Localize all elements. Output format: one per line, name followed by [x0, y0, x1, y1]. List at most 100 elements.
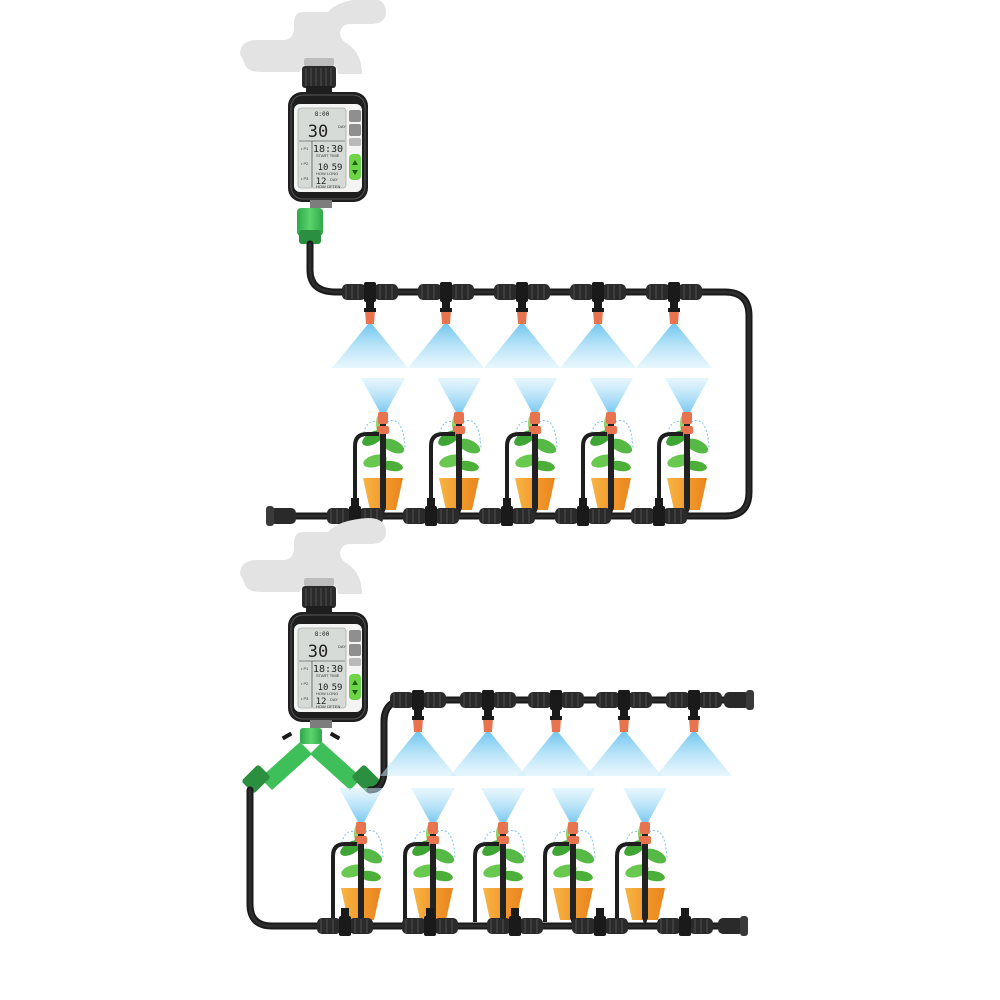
- stake-nozzle: [498, 822, 508, 834]
- tee-connector: [460, 690, 516, 718]
- ground-stake: [500, 834, 506, 926]
- stake-nozzle: [378, 412, 388, 424]
- stake-spray-cone: [623, 788, 667, 824]
- lcd-big-unit: DAY: [338, 124, 346, 129]
- ground-stake: [570, 834, 576, 926]
- feed-tube: [353, 432, 379, 512]
- spray-cone: [380, 732, 456, 776]
- feed-tube: [615, 842, 641, 922]
- feed-tube: [429, 432, 455, 512]
- stake-nozzle: [356, 822, 366, 834]
- tee-connector: [342, 282, 398, 310]
- arrow-up-icon: [352, 160, 358, 165]
- plant-with-stake: [505, 378, 558, 516]
- plant-with-stake: [615, 788, 668, 926]
- micro-sprayer: [484, 308, 560, 368]
- lcd-frequency: 12: [316, 697, 327, 707]
- plant-with-stake: [429, 378, 482, 516]
- micro-sprayer: [586, 716, 662, 776]
- plant-with-stake: [543, 788, 596, 926]
- stake-spray-cone: [513, 378, 557, 414]
- lcd-big-unit: DAY: [338, 644, 346, 649]
- water-drip: [538, 420, 558, 449]
- spray-cone: [332, 324, 408, 368]
- micro-sprayer: [380, 716, 456, 776]
- lcd-frequency-unit: DAY: [330, 697, 338, 702]
- splitter-left-arm: [260, 742, 312, 790]
- outlet-thread: [310, 720, 332, 728]
- lcd-start-time: 18:30: [313, 144, 343, 155]
- hose-adapter: [297, 208, 323, 244]
- up-down-button: [349, 154, 361, 180]
- tee-connector: [317, 908, 373, 936]
- water-drip: [690, 420, 710, 449]
- plant-with-stake: [331, 788, 384, 926]
- tee-connector: [631, 498, 687, 526]
- manual-button: [349, 110, 361, 122]
- stake-nozzle: [606, 412, 616, 424]
- lcd-duration-sec: 59: [332, 163, 343, 173]
- inlet-thread: [304, 578, 334, 586]
- lcd-big-number: 30: [308, 122, 328, 142]
- sprayer-nozzle: [669, 310, 679, 324]
- end-plug: [266, 506, 296, 526]
- stake-spray-cone: [481, 788, 525, 824]
- sprayer-nozzle: [593, 310, 603, 324]
- ground-stake: [380, 424, 386, 516]
- sprayer-nozzle: [551, 718, 561, 732]
- tee-connector: [390, 690, 446, 718]
- water-drip: [506, 830, 526, 859]
- feed-tube: [543, 842, 569, 922]
- valve-lever-left: [281, 731, 293, 741]
- spray-cone: [560, 324, 636, 368]
- end-plug: [718, 916, 748, 936]
- plant-with-stake: [657, 378, 710, 516]
- sprayer-nozzle: [441, 310, 451, 324]
- feed-tube: [403, 842, 429, 922]
- tee-connector: [572, 908, 628, 936]
- lcd-big-number: 30: [308, 642, 328, 662]
- stake-nozzle: [682, 412, 692, 424]
- y-splitter-valve: [242, 728, 380, 793]
- arrow-down-icon: [352, 690, 358, 695]
- feed-tube: [581, 432, 607, 512]
- ground-stake: [358, 834, 364, 926]
- set-button: [349, 138, 361, 146]
- lcd-start-time: 18:30: [313, 664, 343, 675]
- sprayer-nozzle: [413, 718, 423, 732]
- plant-with-stake: [473, 788, 526, 926]
- lcd-program-1: • P1: [301, 666, 309, 671]
- tee-connector: [402, 908, 458, 936]
- spray-cone: [656, 732, 732, 776]
- feed-tube: [473, 842, 499, 922]
- plant-with-stake: [403, 788, 456, 926]
- lcd-program-3: • P3: [301, 176, 309, 181]
- arrow-up-icon: [352, 680, 358, 685]
- spray-cone: [484, 324, 560, 368]
- quick-connector-left: [242, 765, 270, 793]
- water-drip: [648, 830, 668, 859]
- micro-sprayer: [332, 308, 408, 368]
- water-drip: [386, 420, 406, 449]
- outlet-thread: [310, 200, 332, 208]
- rain-delay-button: [349, 124, 361, 136]
- valve-lever-right: [329, 731, 341, 741]
- spray-cone: [450, 732, 526, 776]
- ground-stake: [608, 424, 614, 516]
- lcd-program-2: • P2: [301, 161, 309, 166]
- water-drip: [364, 830, 384, 859]
- micro-sprayer: [656, 716, 732, 776]
- lcd-duration-min: 10: [318, 683, 329, 693]
- rain-delay-button: [349, 644, 361, 656]
- stake-nozzle: [428, 822, 438, 834]
- tee-connector: [666, 690, 722, 718]
- lcd-program-3: • P3: [301, 696, 309, 701]
- stake-spray-cone: [339, 788, 383, 824]
- manual-button: [349, 630, 361, 642]
- tee-connector: [494, 282, 550, 310]
